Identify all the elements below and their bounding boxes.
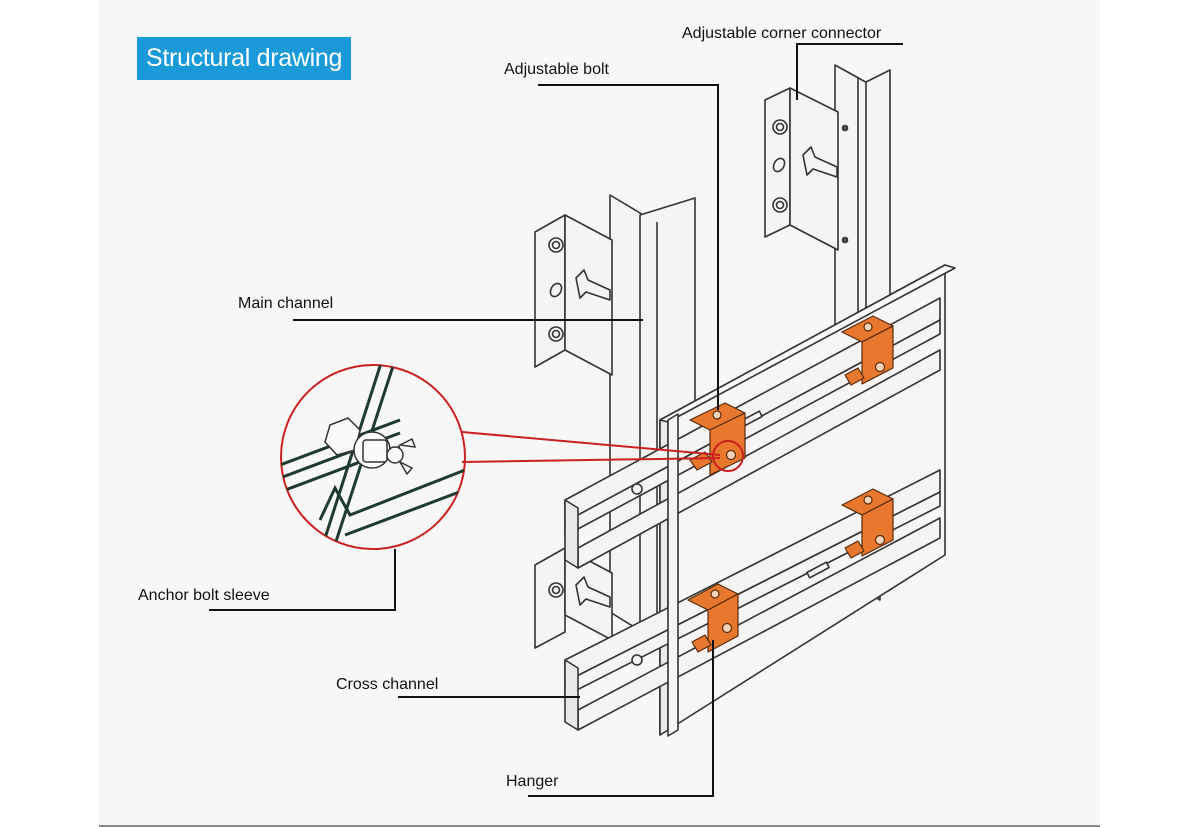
corner-connector-bottom-left xyxy=(534,547,613,649)
corner-connector-top-right xyxy=(764,87,849,251)
hanger-lower-left xyxy=(687,583,739,653)
title-badge: Structural drawing xyxy=(137,37,352,80)
hanger-upper-left xyxy=(689,402,746,476)
leader-corner-connector xyxy=(796,43,903,100)
leader-adjustable-bolt xyxy=(538,84,719,410)
hanger-upper-right xyxy=(841,315,894,386)
label-main-channel: Main channel xyxy=(238,295,334,312)
leader-hanger xyxy=(528,640,714,797)
label-cross-channel: Cross channel xyxy=(336,676,439,693)
leader-anchor-bolt-sleeve xyxy=(209,549,396,611)
label-adjustable-corner-connector: Adjustable corner connector xyxy=(682,25,882,42)
hanger-lower-right xyxy=(841,488,894,559)
corner-connector-top-left xyxy=(534,214,613,376)
vertical-rail-front xyxy=(667,413,679,737)
label-adjustable-bolt: Adjustable bolt xyxy=(504,61,609,78)
label-hanger: Hanger xyxy=(506,773,559,790)
label-anchor-bolt-sleeve: Anchor bolt sleeve xyxy=(138,587,270,604)
detail-callout xyxy=(280,364,744,550)
bottom-border xyxy=(99,825,1100,827)
